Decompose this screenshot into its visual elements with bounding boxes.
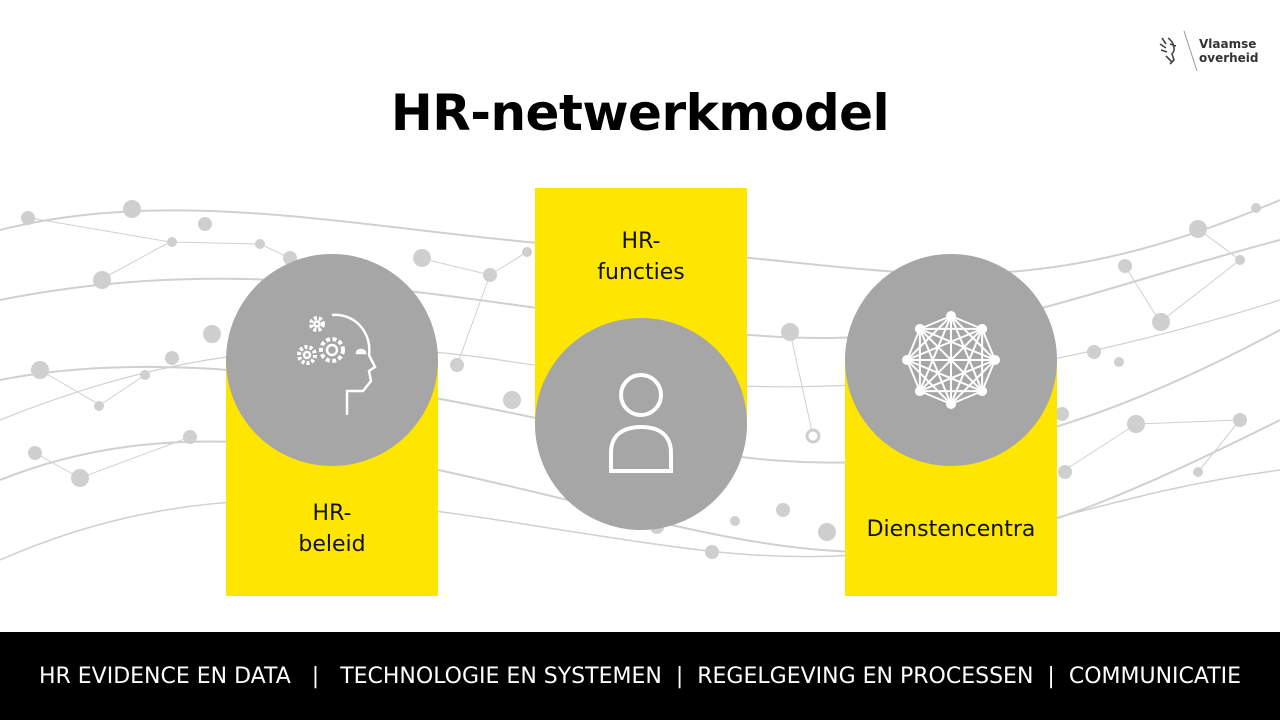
person-icon xyxy=(609,373,673,473)
label-line: beleid xyxy=(298,532,366,557)
footer-separator: | xyxy=(1047,663,1055,689)
footer-item-technologie: TECHNOLOGIE EN SYSTEMEN xyxy=(340,663,662,689)
footer-item-regelgeving: REGELGEVING EN PROCESSEN xyxy=(697,663,1034,689)
hr-beleid-circle xyxy=(226,254,438,466)
hr-functies-circle xyxy=(535,318,747,530)
footer-item-evidence: HR EVIDENCE EN DATA xyxy=(38,663,291,689)
vlaamse-overheid-logo: Vlaamse overheid xyxy=(1158,30,1259,72)
head-gears-icon xyxy=(297,313,377,415)
dienstencentra-circle xyxy=(845,254,1057,466)
footer-separator: | xyxy=(675,663,684,689)
network-icon xyxy=(902,311,1000,409)
label-line: functies xyxy=(597,260,685,285)
lion-icon xyxy=(1159,37,1177,65)
footer-item-communicatie: COMMUNICATIE xyxy=(1068,663,1242,689)
dienstencentra-label: Dienstencentra xyxy=(866,517,1036,542)
label-line: HR- xyxy=(312,501,352,526)
label-line: HR- xyxy=(621,229,661,254)
footer-separator: | xyxy=(311,663,320,689)
logo-line1: Vlaamse xyxy=(1199,37,1257,51)
hr-beleid-label: HR- beleid xyxy=(226,498,438,560)
logo-line2: overheid xyxy=(1199,51,1259,65)
logo-divider xyxy=(1183,30,1198,72)
page-title: HR-netwerkmodel xyxy=(390,84,890,142)
hr-functies-label: HR- functies xyxy=(535,226,747,288)
footer-bar: HR EVIDENCE EN DATA | TECHNOLOGIE EN SYS… xyxy=(0,632,1280,720)
